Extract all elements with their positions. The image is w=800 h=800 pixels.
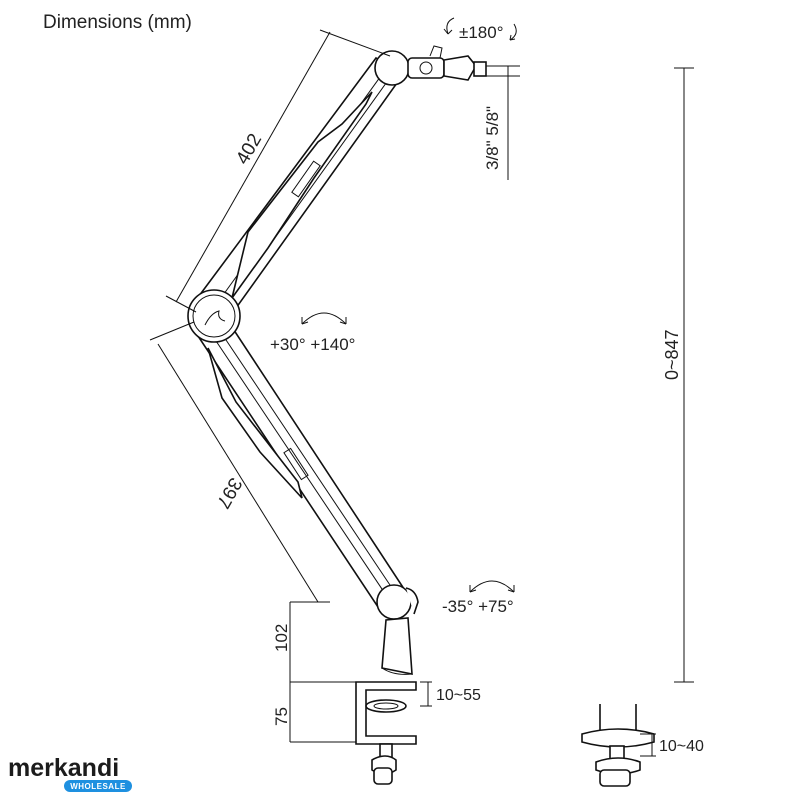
rotation-elbow: +30° +140° — [270, 312, 355, 354]
clamp-range: 10~55 — [436, 687, 481, 704]
pole-height: 102 — [272, 624, 291, 652]
grommet-range: 10~40 — [659, 738, 704, 755]
upper-arm — [194, 56, 404, 324]
elbow-angle-label: +30° +140° — [270, 335, 355, 354]
thread-size: 3/8" 5/8" — [483, 106, 502, 170]
dim-height: 0~847 — [662, 67, 694, 683]
dim-upper-arm: 402 — [165, 29, 391, 313]
base-pole — [381, 617, 413, 675]
lower-arm — [192, 317, 412, 611]
base-angle-label: -35° +75° — [442, 597, 514, 616]
desk-clamp — [355, 681, 417, 785]
brand-badge — [64, 780, 132, 792]
lower-arm-length: 397 — [212, 474, 246, 512]
grommet-mount — [581, 704, 655, 787]
top-joint — [374, 45, 487, 86]
dim-clamp-range: 10~55 — [420, 681, 481, 707]
brand-name: merkandi — [8, 754, 119, 782]
dim-base: 102 75 — [272, 601, 356, 743]
brand-logo: merkandi WHOLESALE — [8, 754, 132, 792]
height-range: 0~847 — [662, 329, 682, 380]
rotation-top-label: ±180° — [459, 23, 504, 42]
elbow-joint — [187, 289, 241, 343]
dim-thread: 3/8" 5/8" — [483, 65, 520, 180]
upper-arm-length: 402 — [232, 130, 266, 168]
base-joint — [376, 584, 419, 620]
rotation-base: -35° +75° — [442, 580, 515, 616]
clamp-height: 75 — [272, 707, 291, 726]
dim-grommet-range: 10~40 — [640, 733, 704, 757]
brand-tagline: WHOLESALE — [70, 782, 126, 791]
rotation-top: ±180° — [443, 17, 517, 42]
diagram-title: Dimensions (mm) — [43, 12, 192, 33]
